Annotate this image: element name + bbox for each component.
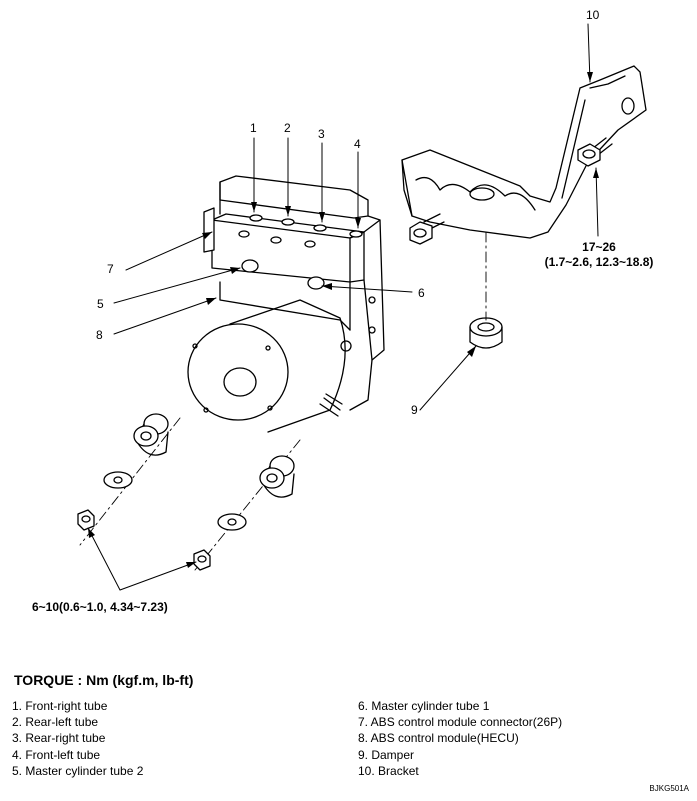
figure-code: BJKG501A	[649, 784, 689, 793]
legend-item: 7. ABS control module connector(26P)	[358, 715, 563, 730]
callout-10: 10	[586, 8, 600, 22]
damper	[469, 317, 503, 349]
bracket	[401, 65, 647, 239]
legend-item: 8. ABS control module(HECU)	[358, 731, 519, 746]
leader-arrowheads	[88, 72, 599, 568]
legend-right: 6. Master cylinder tube 1 7. ABS control…	[358, 698, 562, 779]
legend-item: 4. Front-left tube	[12, 747, 101, 762]
legend-item: 1. Front-right tube	[12, 699, 108, 713]
callout-7: 7	[107, 262, 114, 276]
legend-item: 5. Master cylinder tube 2	[12, 763, 144, 778]
callout-6: 6	[418, 286, 425, 300]
legend-item: 9. Damper	[358, 747, 415, 762]
bracket-bolt-right	[577, 137, 613, 167]
bracket-bolt-torque-alt: (1.7~2.6, 12.3~18.8)	[544, 255, 654, 269]
callout-8: 8	[96, 328, 103, 342]
callout-4: 4	[354, 137, 361, 151]
bracket-bolt-left	[409, 213, 445, 245]
bracket-bolt-torque-nm: 17~26	[582, 240, 616, 254]
hecu-unit	[187, 175, 385, 433]
callout-2: 2	[284, 121, 291, 135]
callout-1: 1	[250, 121, 257, 135]
bracket-bolt-torque: 17~26 (1.7~2.6, 12.3~18.8)	[534, 240, 664, 270]
right-mount-stack	[193, 439, 301, 571]
mount-nut-torque: 6~10(0.6~1.0, 4.34~7.23)	[32, 600, 168, 614]
callout-9: 9	[411, 403, 418, 417]
legend-item: 3. Rear-right tube	[12, 731, 106, 746]
leader-lines	[87, 23, 599, 591]
legend-item: 10. Bracket	[358, 763, 419, 778]
torque-unit-title: TORQUE : Nm (kgf.m, lb-ft)	[14, 672, 194, 688]
legend-item: 2. Rear-left tube	[12, 715, 99, 730]
left-mount-stack	[77, 413, 181, 546]
legend-left: 1. Front-right tube 2. Rear-left tube 3.…	[12, 698, 143, 779]
callout-3: 3	[318, 127, 325, 141]
callout-5: 5	[97, 297, 104, 311]
legend-item: 6. Master cylinder tube 1	[358, 699, 490, 713]
